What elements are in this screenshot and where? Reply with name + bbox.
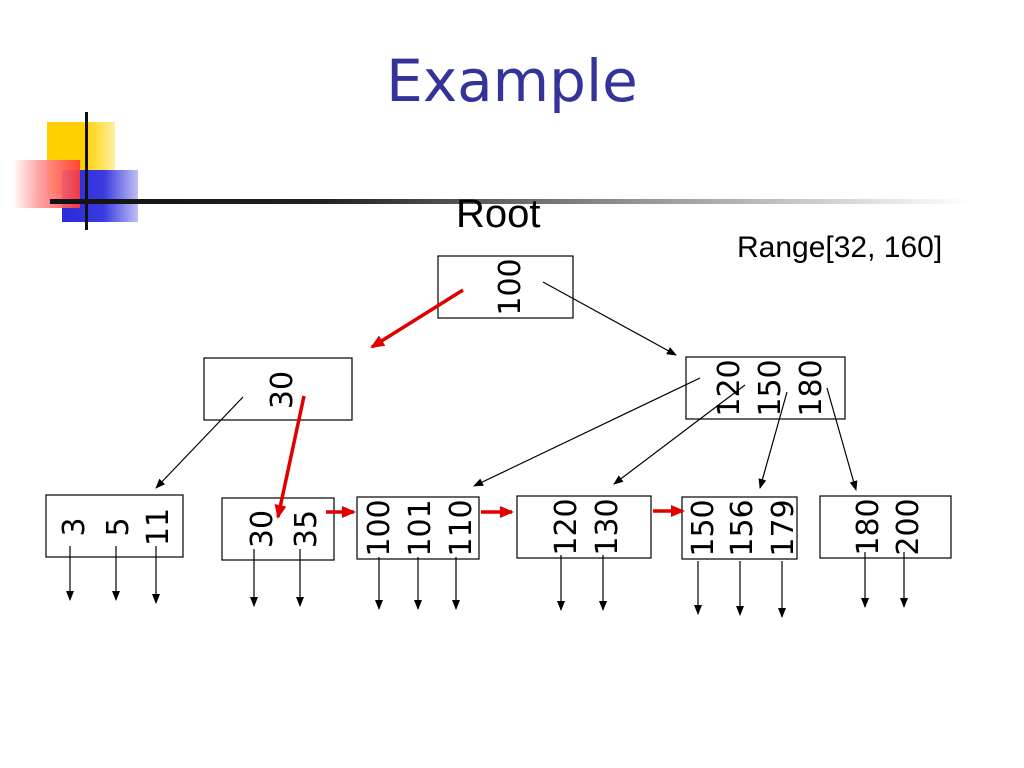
leaf-node — [819, 495, 952, 559]
leaf-key: 200 — [891, 498, 926, 555]
child-pointer-arrow — [826, 387, 858, 491]
internal-node-right — [685, 356, 846, 420]
leaf-node — [356, 496, 480, 560]
leaf-node — [681, 496, 798, 560]
child-pointer-arrow — [542, 281, 677, 356]
internal-node-left — [203, 357, 353, 421]
leaf-key: 100 — [362, 499, 397, 556]
range-query-label: Range[32, 160] — [737, 231, 943, 264]
child-pointer-arrow — [758, 391, 788, 489]
slide-title: Example — [386, 47, 638, 115]
leaf-key: 11 — [141, 508, 176, 546]
root-key: 100 — [493, 258, 528, 315]
leaf-key: 179 — [766, 499, 801, 556]
leaf-key: 30 — [245, 510, 280, 548]
leaf-key: 156 — [725, 499, 760, 556]
decor-vertical-line — [85, 112, 88, 230]
search-path-arrow — [274, 395, 306, 519]
leaf-key: 3 — [57, 517, 92, 536]
leaf-node — [516, 495, 652, 559]
internal-key: 180 — [794, 359, 829, 416]
leaf-node — [45, 494, 184, 558]
leaf-key: 110 — [444, 499, 479, 556]
leaf-key: 101 — [403, 499, 438, 556]
leaf-key: 5 — [101, 517, 136, 536]
search-path-arrow — [370, 288, 464, 349]
root-node — [437, 255, 574, 319]
leaf-key: 150 — [686, 499, 721, 556]
leaf-key: 180 — [851, 498, 886, 555]
leaf-key: 130 — [590, 498, 625, 555]
child-pointer-arrow — [155, 396, 244, 489]
child-pointer-arrow — [613, 384, 746, 485]
decor-horizontal-line — [50, 199, 970, 204]
root-label: Root — [456, 192, 541, 236]
child-pointer-arrow — [473, 377, 701, 487]
leaf-key: 120 — [549, 498, 584, 555]
internal-key: 30 — [265, 371, 300, 409]
leaf-key: 35 — [289, 510, 324, 548]
